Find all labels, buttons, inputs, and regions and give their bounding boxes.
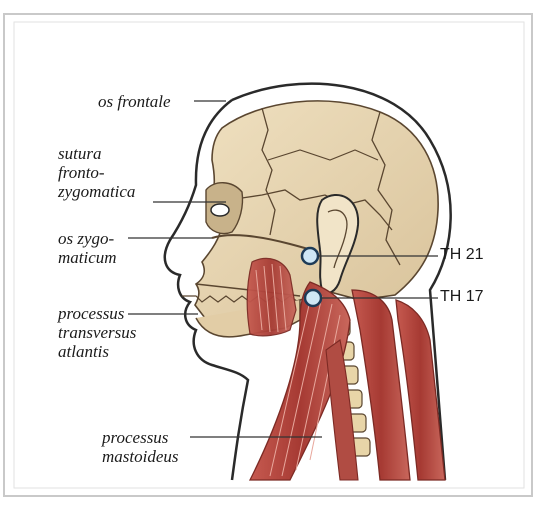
label-th17: TH 17 [440,288,484,306]
label-line: mastoideus [102,447,179,466]
label-os-frontale: os frontale [98,92,171,111]
label-line: maticum [58,248,117,267]
label-line: processus [58,304,136,323]
label-line: os zygo- [58,229,117,248]
label-line: transversus [58,323,136,342]
label-processus-mastoideus: processus mastoideus [102,428,179,466]
label-sutura-frontozygomatica: sutura fronto- zygomatica [58,144,135,201]
label-os-zygomaticum: os zygo- maticum [58,229,117,267]
point-th21-marker [302,248,318,264]
label-line: fronto- [58,163,135,182]
label-line: atlantis [58,342,136,361]
point-th17-marker [305,290,321,306]
label-line: zygomatica [58,182,135,201]
eye [211,204,229,216]
label-line: processus [102,428,179,447]
label-line: sutura [58,144,135,163]
label-th21: TH 21 [440,246,484,264]
label-processus-transversus-atlantis: processus transversus atlantis [58,304,136,361]
